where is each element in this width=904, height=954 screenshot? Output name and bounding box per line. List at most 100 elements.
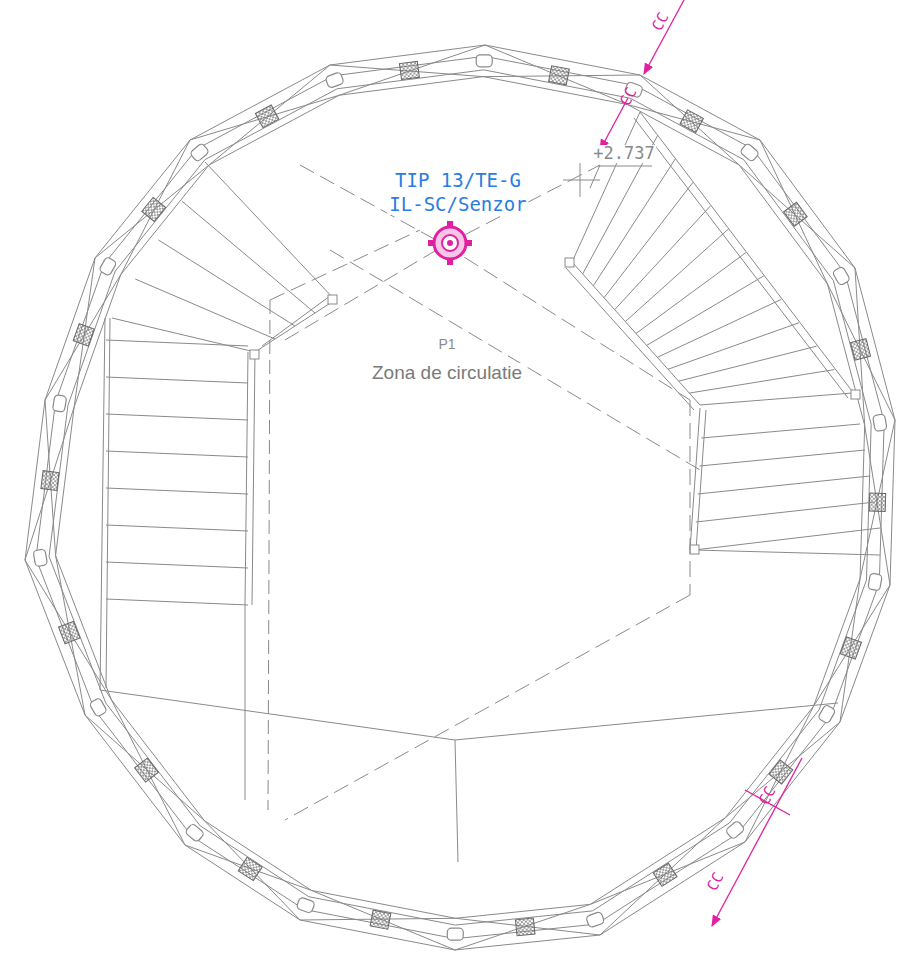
stair-tread xyxy=(159,240,296,326)
stair-tread xyxy=(636,253,746,334)
wall-node xyxy=(586,911,605,928)
level-mark xyxy=(563,163,652,197)
section-arrow xyxy=(712,758,802,926)
level-line xyxy=(580,163,581,197)
wall-node xyxy=(740,143,760,162)
hidden-line xyxy=(285,595,690,820)
hatched-column xyxy=(370,910,391,929)
stair-tread xyxy=(106,414,248,420)
stair-tread xyxy=(106,377,248,383)
stair-tread xyxy=(106,451,248,457)
staircase xyxy=(100,112,880,862)
wall-node xyxy=(725,820,745,839)
stair-stringer xyxy=(252,352,255,605)
wall-node xyxy=(447,928,463,940)
hatched-column xyxy=(549,66,570,85)
wall-node xyxy=(190,143,210,162)
sensor-ring xyxy=(442,235,458,251)
truss-line xyxy=(25,407,74,560)
truss-line xyxy=(455,918,600,935)
truss-line xyxy=(111,700,185,845)
level-line xyxy=(598,166,652,167)
level-line xyxy=(563,180,600,181)
truss-line xyxy=(85,715,204,821)
truss-line xyxy=(760,140,827,284)
truss-line xyxy=(814,585,890,706)
landing-edge xyxy=(455,703,838,740)
stair-tread xyxy=(106,525,248,531)
hatched-column xyxy=(851,339,871,360)
stair-tread xyxy=(112,318,255,352)
wall-node xyxy=(818,704,836,724)
hatched-column xyxy=(840,637,861,659)
room-label: P1 xyxy=(436,337,457,352)
landing-edge xyxy=(268,300,270,810)
wall-line xyxy=(36,56,884,938)
stair-tread xyxy=(106,599,248,605)
wall-node xyxy=(99,256,117,276)
wall-node xyxy=(832,266,850,286)
truss-line xyxy=(185,845,311,890)
truss-line xyxy=(204,821,300,920)
wall-line xyxy=(56,77,865,919)
hidden-line xyxy=(285,245,445,340)
hidden-line xyxy=(690,400,691,595)
hatched-column xyxy=(680,110,703,133)
stair-tread xyxy=(701,424,860,438)
stair-tread xyxy=(698,476,870,494)
wall-line xyxy=(25,45,895,950)
stair-tread xyxy=(699,450,865,466)
wall-node xyxy=(873,414,888,432)
hatched-column xyxy=(255,105,278,128)
stair-stringer xyxy=(634,118,848,398)
truss-line xyxy=(739,165,855,268)
stair-stringer xyxy=(106,318,110,688)
wall-line xyxy=(49,70,871,925)
wall-node xyxy=(185,823,205,842)
landing-edge xyxy=(245,605,246,800)
stair-stringer xyxy=(245,352,248,605)
sensor-ring xyxy=(434,227,466,259)
section-label: CC xyxy=(704,869,728,896)
wall-node xyxy=(33,549,48,567)
stair-tread xyxy=(657,299,781,357)
level-value: +2.737 xyxy=(591,145,656,163)
stair-stringer xyxy=(255,300,335,352)
truss-line xyxy=(865,425,890,585)
hatched-column xyxy=(59,621,80,644)
stair-stringer xyxy=(100,318,105,690)
stair-stringer xyxy=(690,408,700,550)
hatched-column xyxy=(73,324,94,346)
hidden-line xyxy=(330,250,700,470)
device-tag: IL-SC/Senzor xyxy=(387,195,528,215)
stair-tread xyxy=(593,159,675,286)
stair-tread xyxy=(668,323,799,370)
hatched-column xyxy=(238,857,262,880)
wall-node xyxy=(296,897,315,914)
truss-line xyxy=(600,818,725,935)
post xyxy=(328,295,337,304)
hatched-column xyxy=(769,760,793,784)
stair-tread xyxy=(694,528,880,550)
stair-stringer xyxy=(696,410,706,550)
hatched-column xyxy=(515,918,535,936)
truss-line xyxy=(455,904,590,950)
level-line xyxy=(590,165,600,188)
truss-line xyxy=(485,45,628,105)
stair-tread xyxy=(696,502,875,522)
section-label: CC xyxy=(649,9,673,36)
truss-line xyxy=(209,65,330,165)
room-label: Zona de circulatie xyxy=(370,363,524,383)
post xyxy=(851,390,860,399)
truss-line xyxy=(95,165,209,258)
truss-line xyxy=(56,556,85,715)
stair-tread xyxy=(583,135,658,273)
landing-edge xyxy=(455,740,458,862)
stair-tread xyxy=(694,550,880,555)
truss-line xyxy=(121,140,190,275)
post xyxy=(565,258,574,267)
hatched-column xyxy=(399,61,419,79)
truss-line xyxy=(190,95,339,140)
stair-stringer xyxy=(566,268,694,410)
